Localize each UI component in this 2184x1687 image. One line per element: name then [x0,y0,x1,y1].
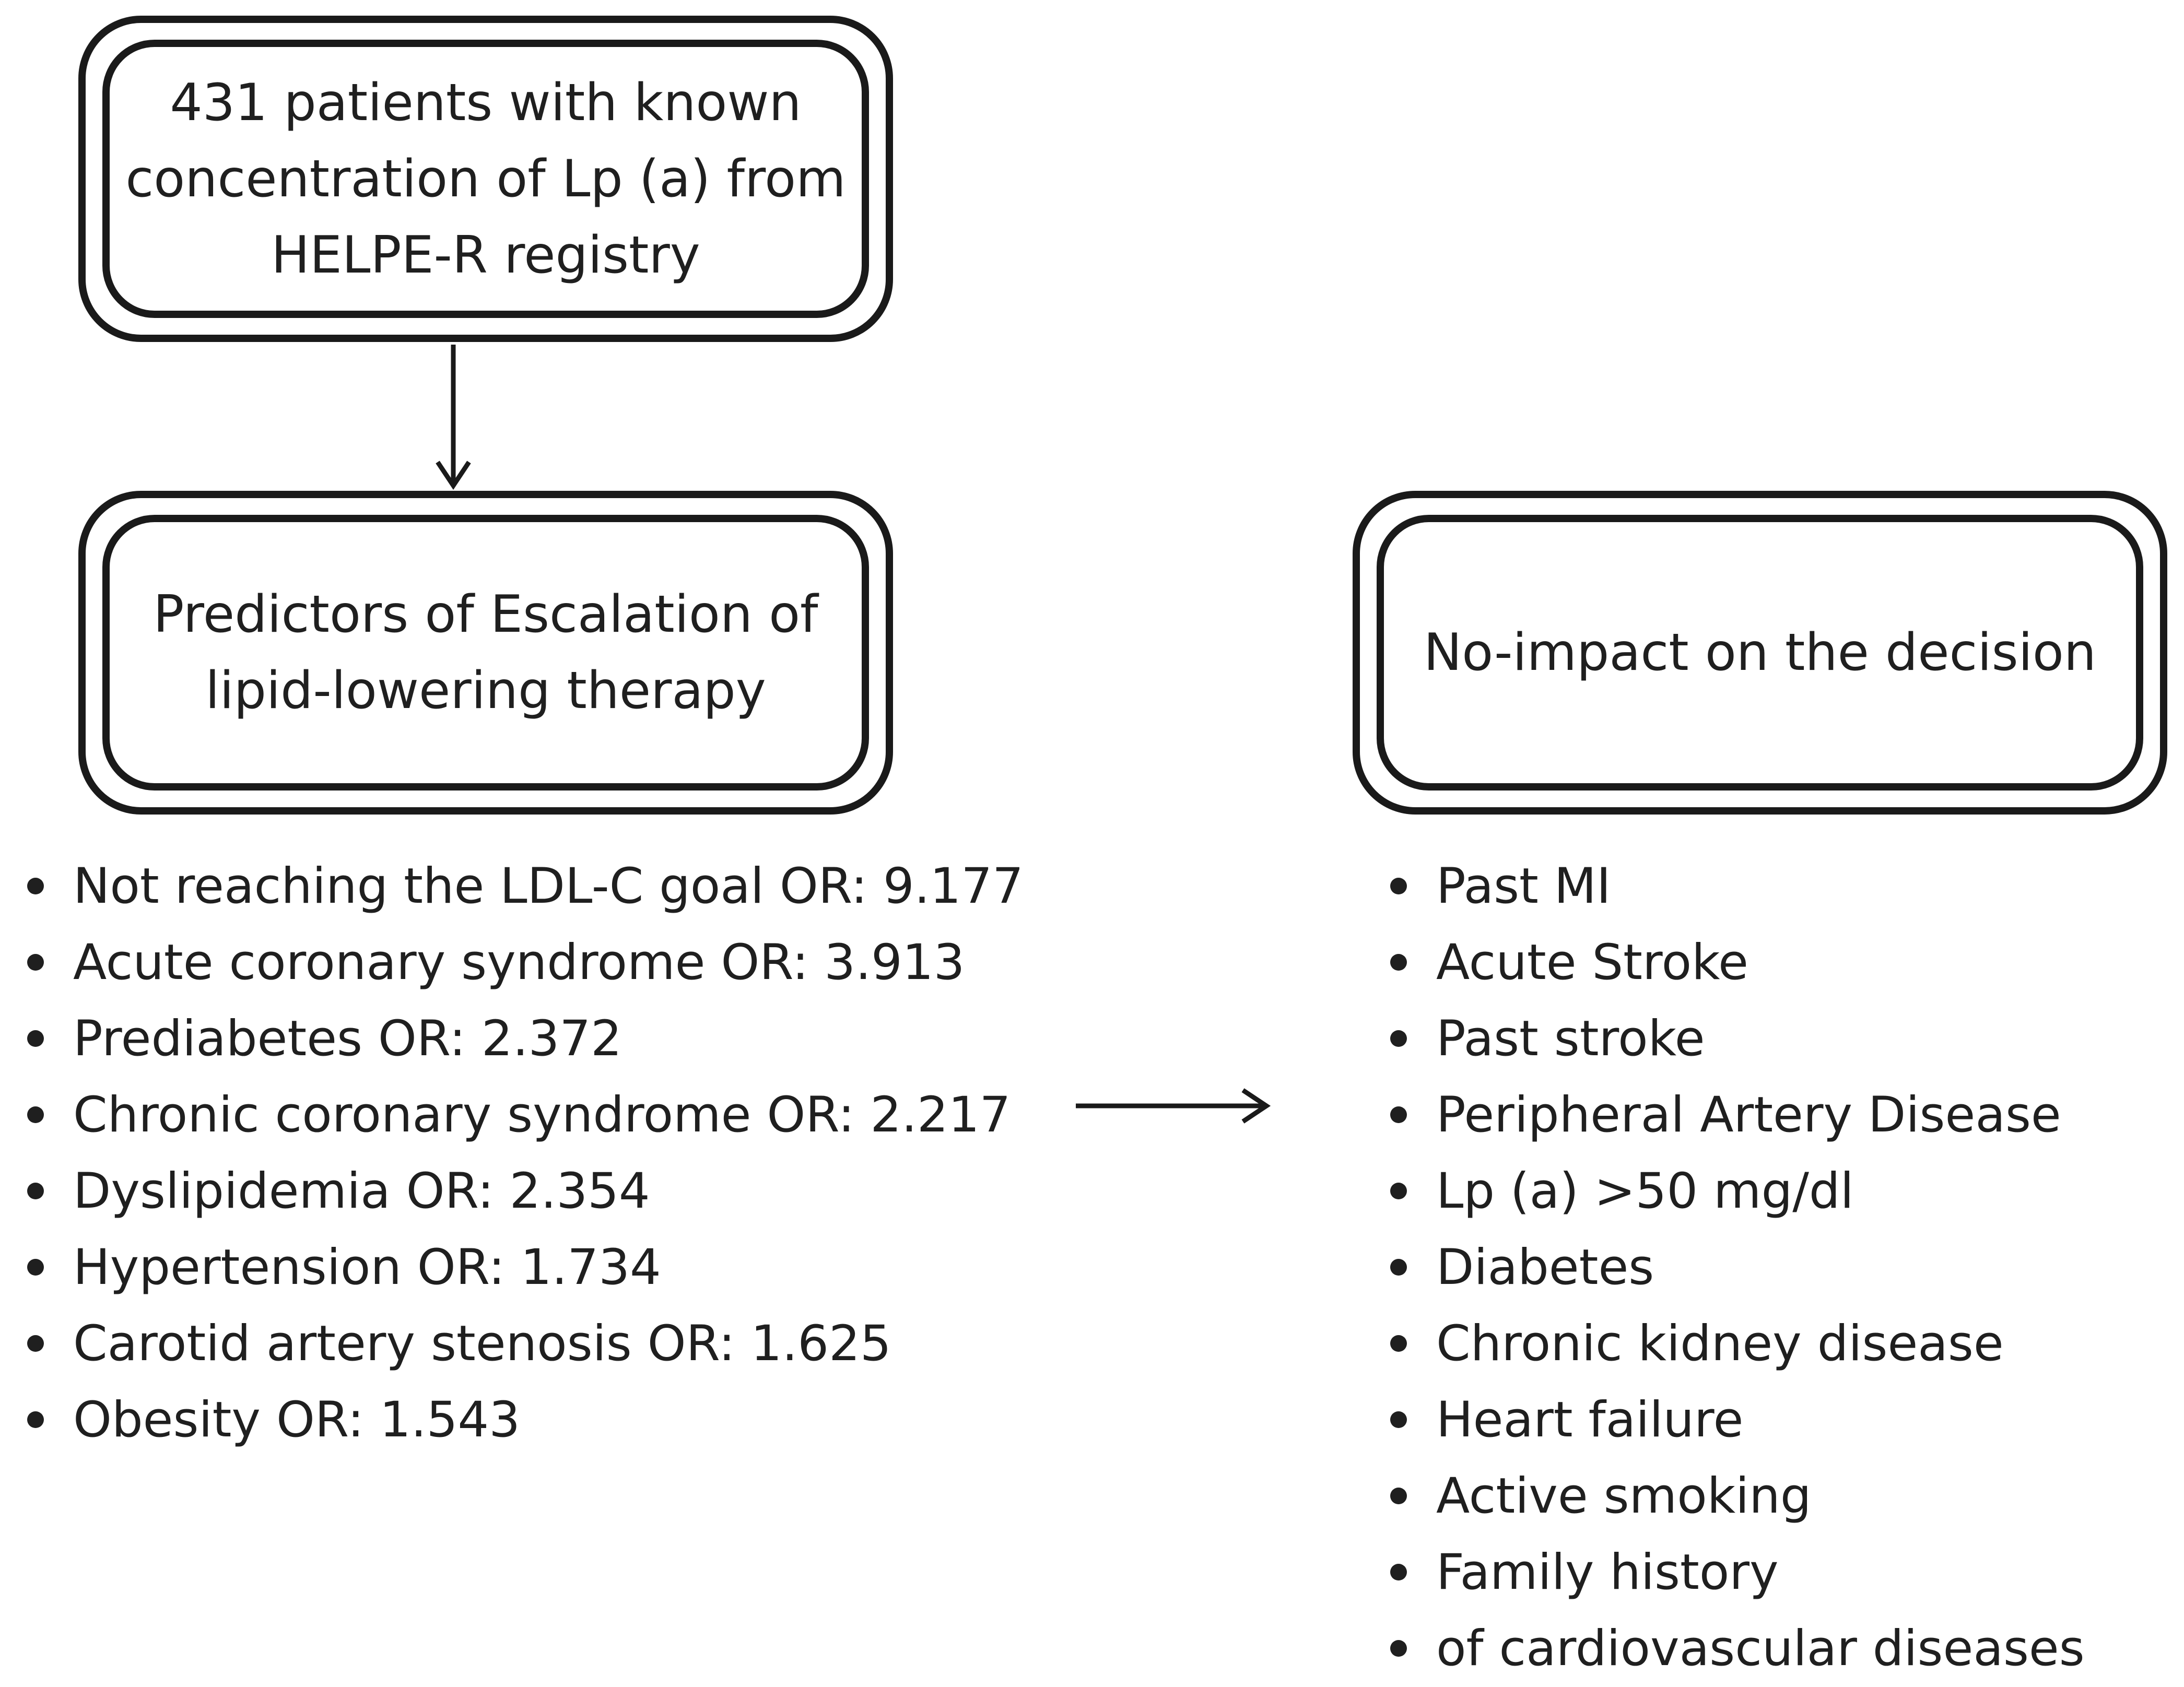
factor-text: Acute Stroke [1436,934,1749,991]
list-item: Active smoking [1389,1458,2085,1535]
source-box-text: 431 patients with known concentration of… [125,73,846,285]
list-item: Chronic kidney disease [1389,1306,2085,1382]
factor-text: Past MI [1436,858,1611,915]
list-item: Acute Stroke [1389,925,2085,1001]
predictor-text: Obesity OR: 1.543 [73,1391,521,1448]
no-impact-box-inner: No-impact on the decision [1377,515,2143,791]
list-item: Peripheral Artery Disease [1389,1077,2085,1153]
bullet-icon [27,1259,44,1276]
bullet-icon [1390,1640,1407,1657]
factor-text: Family history [1436,1544,1779,1601]
predictor-text: Chronic coronary syndrome OR: 2.217 [73,1087,1011,1143]
factor-text: Past stroke [1436,1010,1705,1067]
bullet-icon [1390,1411,1407,1428]
bullet-icon [27,1411,44,1428]
bullet-icon [27,878,44,894]
bullet-icon [1390,1488,1407,1504]
bullet-icon [1390,1030,1407,1047]
predictor-text: Dyslipidemia OR: 2.354 [73,1163,650,1220]
list-item: Chronic coronary syndrome OR: 2.217 [26,1077,1024,1153]
factor-text: Diabetes [1436,1239,1654,1296]
predictor-text: Not reaching the LDL-C goal OR: 9.177 [73,858,1024,915]
list-item: Past MI [1389,848,2085,925]
bullet-icon [1390,1564,1407,1580]
predictor-text: Carotid artery stenosis OR: 1.625 [73,1315,891,1372]
predictors-box-text: Predictors of Escalation of lipid-loweri… [153,585,818,721]
factor-text: Chronic kidney disease [1436,1315,2004,1372]
no-impact-box-text: No-impact on the decision [1423,623,2097,682]
factor-text: Lp (a) >50 mg/dl [1436,1163,1854,1220]
no-impact-list: Past MI Acute Stroke Past stroke Periphe… [1389,848,2085,1687]
list-item: Past stroke [1389,1001,2085,1077]
list-item: Not reaching the LDL-C goal OR: 9.177 [26,848,1024,925]
bullet-icon [27,954,44,971]
list-item: Carotid artery stenosis OR: 1.625 [26,1306,1024,1382]
list-item: Hypertension OR: 1.734 [26,1230,1024,1306]
predictor-text: Acute coronary syndrome OR: 3.913 [73,934,965,991]
bullet-icon [1390,1335,1407,1352]
bullet-icon [27,1335,44,1352]
list-item: Family history [1389,1535,2085,1611]
bullet-icon [1390,878,1407,894]
right-arrow [1076,1088,1271,1124]
predictor-text: Prediabetes OR: 2.372 [73,1010,622,1067]
factor-text: Active smoking [1436,1468,1812,1525]
list-item: Heart failure [1389,1382,2085,1458]
bullet-icon [1390,1106,1407,1123]
predictors-list: Not reaching the LDL-C goal OR: 9.177 Ac… [26,848,1024,1458]
bullet-icon [1390,954,1407,971]
predictor-text: Hypertension OR: 1.734 [73,1239,661,1296]
bullet-icon [27,1183,44,1199]
list-item: Lp (a) >50 mg/dl [1389,1153,2085,1230]
factor-text: of cardiovascular diseases [1436,1620,2085,1677]
list-item: Dyslipidemia OR: 2.354 [26,1153,1024,1230]
bullet-icon [1390,1183,1407,1199]
list-item: of cardiovascular diseases [1389,1611,2085,1687]
down-arrow [436,345,471,490]
bullet-icon [27,1106,44,1123]
source-box-inner: 431 patients with known concentration of… [102,40,869,318]
list-item: Prediabetes OR: 2.372 [26,1001,1024,1077]
predictors-box-inner: Predictors of Escalation of lipid-loweri… [102,515,869,791]
list-item: Obesity OR: 1.543 [26,1382,1024,1458]
factor-text: Heart failure [1436,1391,1744,1448]
list-item: Diabetes [1389,1230,2085,1306]
factor-text: Peripheral Artery Disease [1436,1087,2061,1143]
list-item: Acute coronary syndrome OR: 3.913 [26,925,1024,1001]
bullet-icon [1390,1259,1407,1276]
bullet-icon [27,1030,44,1047]
